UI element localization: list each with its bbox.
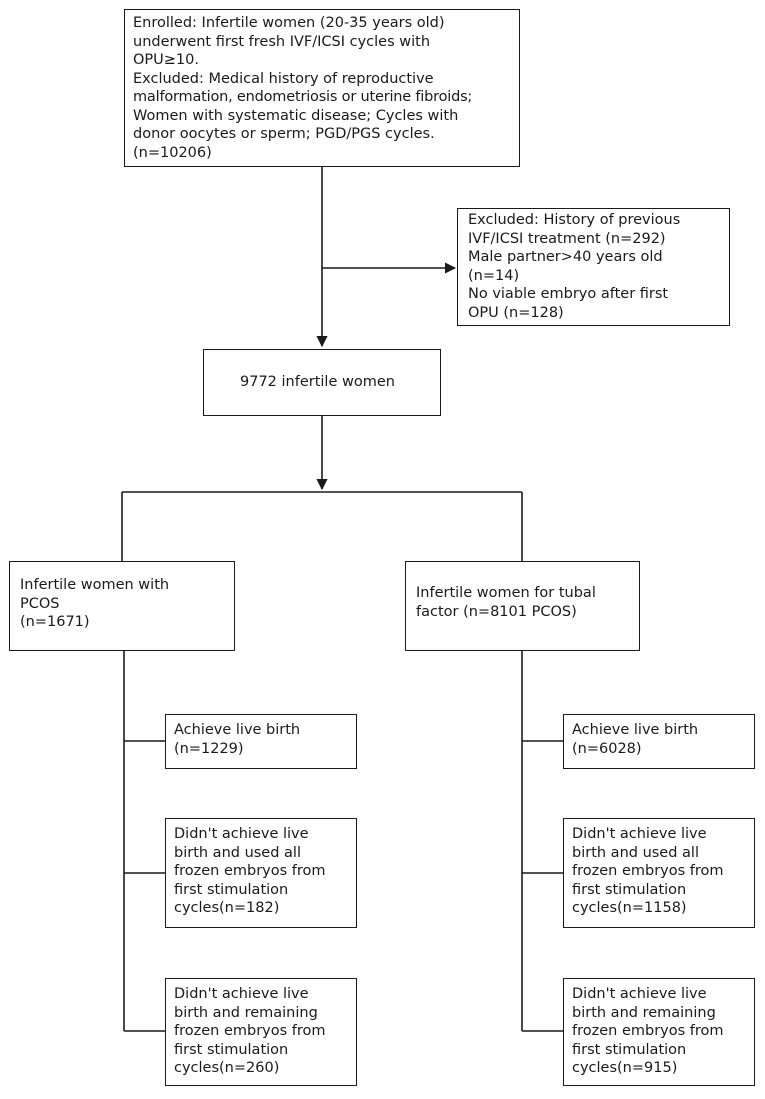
- enrollment-line: Women with systematic disease; Cycles wi…: [133, 107, 459, 124]
- enrollment-line: Enrolled: Infertile women (20-35 years o…: [133, 15, 445, 31]
- pcos-group-line: PCOS: [20, 595, 60, 612]
- outcome-line: first stimulation: [572, 1041, 687, 1058]
- outcome-line: first stimulation: [174, 881, 289, 898]
- outcome-line: first stimulation: [174, 1041, 289, 1058]
- outcome-line: frozen embryos from: [174, 863, 326, 879]
- outcome-line: cycles(n=182): [174, 900, 280, 916]
- enrollment-line: Excluded: Medical history of reproductiv…: [133, 70, 434, 87]
- exclusion-line: OPU (n=128): [468, 304, 564, 321]
- outcome-line: first stimulation: [572, 881, 687, 898]
- exclusion-line: IVF/ICSI treatment (n=292): [468, 230, 666, 247]
- exclusion-line: (n=14): [468, 267, 520, 284]
- outcome-line: cycles(n=260): [174, 1060, 280, 1076]
- outcome-line: frozen embryos from: [572, 863, 724, 879]
- pcos-group-box: Infertile women with PCOS (n=1671): [9, 561, 235, 651]
- exclusion-line: No viable embryo after first: [468, 286, 669, 302]
- tubal-outcome-remaining-frozen: Didn't achieve live birth and remaining …: [563, 978, 755, 1086]
- outcome-line: birth and used all: [174, 844, 301, 861]
- pcos-outcome-remaining-frozen: Didn't achieve live birth and remaining …: [165, 978, 357, 1086]
- outcome-line: Didn't achieve live: [174, 986, 309, 1002]
- outcome-line: birth and remaining: [174, 1004, 318, 1021]
- outcome-line: cycles(n=1158): [572, 900, 687, 916]
- outcome-line: birth and remaining: [572, 1004, 716, 1021]
- outcome-line: Didn't achieve live: [572, 826, 707, 842]
- total-label: 9772 infertile women: [240, 374, 395, 391]
- total-box: 9772 infertile women: [203, 349, 441, 416]
- tubal-group-line: factor (n=8101 PCOS): [416, 603, 577, 620]
- outcome-line: (n=6028): [572, 740, 642, 757]
- pcos-outcome-live-birth: Achieve live birth (n=1229): [165, 714, 357, 769]
- enrollment-line: (n=10206): [133, 144, 212, 161]
- exclusion-line: Male partner>40 years old: [468, 249, 663, 265]
- outcome-line: Didn't achieve live: [174, 826, 309, 842]
- outcome-line: cycles(n=915): [572, 1060, 678, 1076]
- pcos-group-line: Infertile women with: [20, 577, 170, 593]
- tubal-group-line: Infertile women for tubal: [416, 585, 596, 601]
- outcome-line: birth and used all: [572, 844, 699, 861]
- pcos-group-line: (n=1671): [20, 614, 90, 630]
- enrollment-line: donor oocytes or sperm; PGD/PGS cycles.: [133, 126, 435, 142]
- exclusion-line: Excluded: History of previous: [468, 212, 681, 228]
- outcome-line: Achieve live birth: [572, 722, 699, 738]
- outcome-line: Didn't achieve live: [572, 986, 707, 1002]
- enrollment-line: malformation, endometriosis or uterine f…: [133, 89, 473, 105]
- tubal-outcome-live-birth: Achieve live birth (n=6028): [563, 714, 755, 769]
- enrollment-box: Enrolled: Infertile women (20-35 years o…: [124, 9, 520, 167]
- outcome-line: frozen embryos from: [174, 1023, 326, 1039]
- pcos-outcome-used-all-frozen: Didn't achieve live birth and used all f…: [165, 818, 357, 928]
- outcome-line: frozen embryos from: [572, 1023, 724, 1039]
- enrollment-line: OPU≥10.: [133, 52, 199, 68]
- tubal-group-box: Infertile women for tubal factor (n=8101…: [405, 561, 640, 651]
- tubal-outcome-used-all-frozen: Didn't achieve live birth and used all f…: [563, 818, 755, 928]
- outcome-line: (n=1229): [174, 740, 244, 757]
- exclusion-box: Excluded: History of previous IVF/ICSI t…: [457, 208, 730, 326]
- enrollment-line: underwent first fresh IVF/ICSI cycles wi…: [133, 33, 431, 50]
- outcome-line: Achieve live birth: [174, 722, 301, 738]
